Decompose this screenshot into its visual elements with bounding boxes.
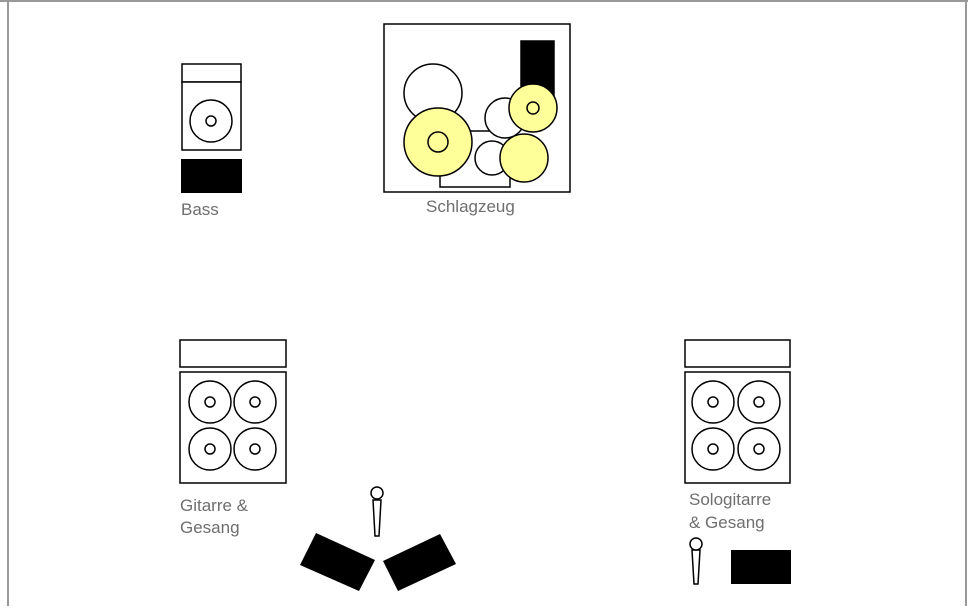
guitar-amp-head <box>179 339 287 368</box>
label-guitar-line1: Gitarre & <box>180 496 249 515</box>
hihat-cymbal <box>499 133 549 183</box>
ride-cymbal-bell <box>526 101 540 115</box>
label-lead-line1: Sologitarre <box>689 490 772 509</box>
lead-guitar-amp-head <box>684 339 791 368</box>
bass-speaker-center <box>205 115 217 127</box>
label-lead-line2: & Gesang <box>689 513 765 532</box>
drum-kit <box>383 23 571 193</box>
bass-amp <box>181 63 242 151</box>
center-vocal-mic <box>370 486 384 537</box>
label-drums: Schlagzeug <box>426 197 515 216</box>
bass-monitor-wedge <box>181 159 242 193</box>
bass-amp-head <box>181 63 242 83</box>
lead-monitor-wedge <box>731 550 791 584</box>
label-guitar-line2: Gesang <box>180 518 240 537</box>
label-bass: Bass <box>181 200 219 219</box>
crash-cymbal-left-bell <box>427 131 449 153</box>
guitar-amp <box>179 339 287 484</box>
lead-guitar-amp <box>684 339 791 484</box>
center-monitor-wedge-left <box>300 533 375 591</box>
lead-vocal-mic <box>689 537 703 585</box>
center-monitor-wedge-right <box>383 534 456 591</box>
